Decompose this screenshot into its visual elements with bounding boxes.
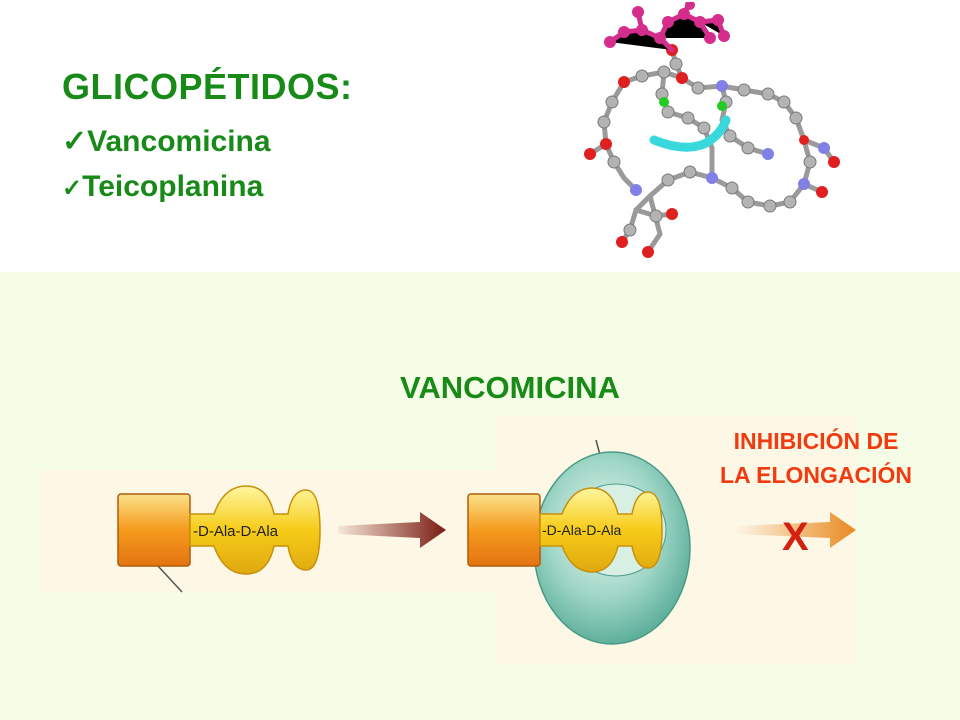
page-title: GLICOPÉTIDOS: — [62, 66, 353, 107]
list-item-label: Vancomicina — [87, 125, 271, 158]
check-icon: ✓ — [62, 125, 88, 158]
inhibition-line-1: INHIBICIÓN DE — [733, 428, 899, 454]
list-item-teicoplanina: ✓Teicoplanina — [62, 170, 263, 204]
inhibition-label: INHIBICIÓN DE LA ELONGACIÓN — [688, 424, 944, 492]
bottom-panel — [0, 272, 960, 720]
vancomicina-label: VANCOMICINA — [400, 370, 620, 405]
check-icon: ✓ — [62, 175, 83, 202]
inhibition-line-2: LA ELONGACIÓN — [719, 462, 913, 488]
list-item-vancomicina: ✓Vancomicina — [62, 124, 271, 159]
molecule-illustration — [584, 2, 840, 258]
list-item-label: Teicoplanina — [82, 170, 264, 203]
